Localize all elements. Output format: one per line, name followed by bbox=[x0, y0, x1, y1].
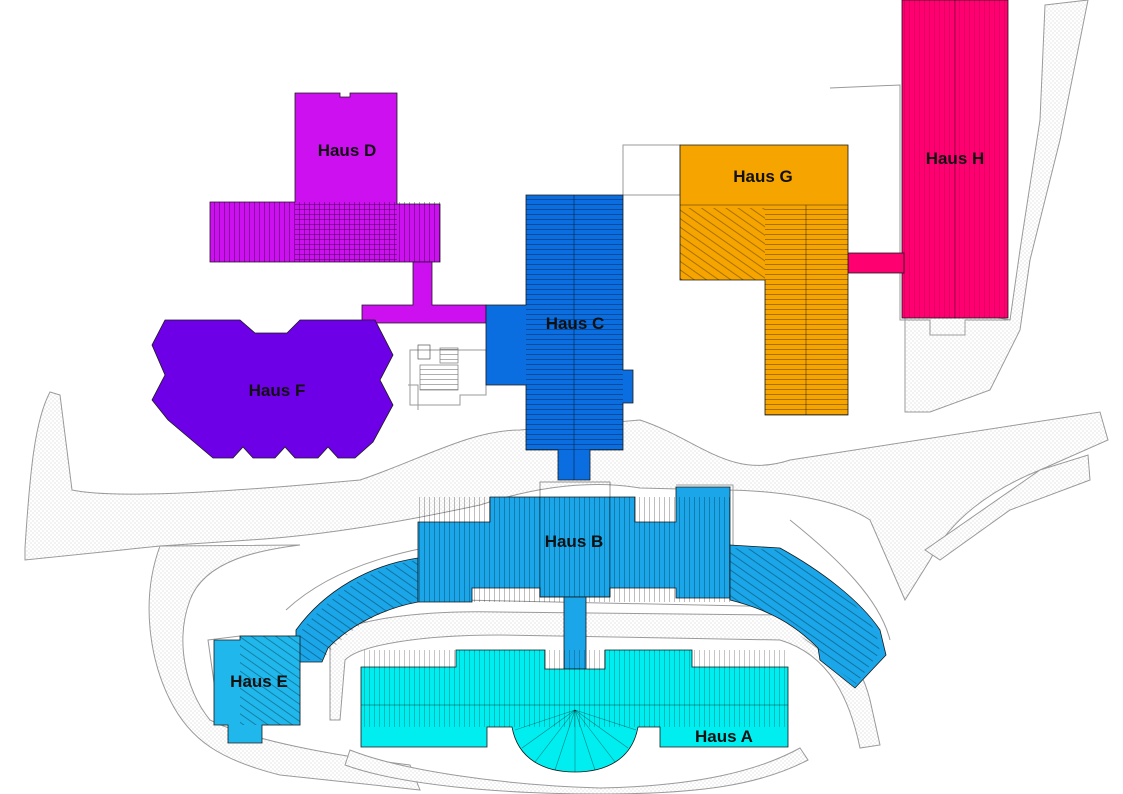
haus-e-roof-hatch bbox=[240, 636, 300, 725]
haus-b-roof-hatch bbox=[418, 497, 730, 602]
haus-f[interactable]: Haus F bbox=[151, 319, 394, 459]
haus-c[interactable]: Haus C bbox=[485, 194, 634, 481]
east-spur bbox=[924, 454, 1091, 561]
haus-h[interactable]: Haus H bbox=[901, 0, 1009, 319]
haus-d-label: Haus D bbox=[318, 141, 377, 160]
forecourt-road bbox=[344, 747, 809, 794]
haus-c-roof-hatch bbox=[526, 195, 623, 450]
haus-g-roof-hatch-2 bbox=[680, 208, 765, 280]
haus-e[interactable]: Haus E bbox=[213, 635, 301, 744]
haus-h-label: Haus H bbox=[926, 149, 985, 168]
haus-c-label: Haus C bbox=[546, 314, 605, 333]
haus-h-roof-hatch bbox=[902, 0, 1008, 318]
haus-d-connector bbox=[361, 261, 487, 324]
haus-f-label: Haus F bbox=[249, 381, 306, 400]
haus-a-rotunda-rays bbox=[514, 709, 637, 772]
haus-b[interactable]: Haus B bbox=[295, 481, 887, 689]
haus-e-label: Haus E bbox=[230, 672, 288, 691]
front-driveway bbox=[329, 611, 881, 749]
haus-a-label: Haus A bbox=[695, 727, 753, 746]
stair-core bbox=[417, 344, 459, 391]
haus-g[interactable]: Haus G bbox=[679, 144, 849, 416]
haus-b-label: Haus B bbox=[545, 532, 604, 551]
haus-d-roof-hatch-2 bbox=[295, 202, 397, 262]
west-loop-road bbox=[148, 544, 421, 791]
haus-d[interactable]: Haus D bbox=[209, 92, 487, 324]
haus-a-roof-hatch bbox=[361, 650, 788, 727]
haus-g-label: Haus G bbox=[733, 167, 793, 186]
connector-g-h bbox=[847, 252, 905, 274]
haus-f-block bbox=[151, 319, 394, 459]
haus-g-roof-hatch-1 bbox=[765, 205, 848, 415]
haus-a[interactable]: Haus A bbox=[360, 649, 789, 773]
